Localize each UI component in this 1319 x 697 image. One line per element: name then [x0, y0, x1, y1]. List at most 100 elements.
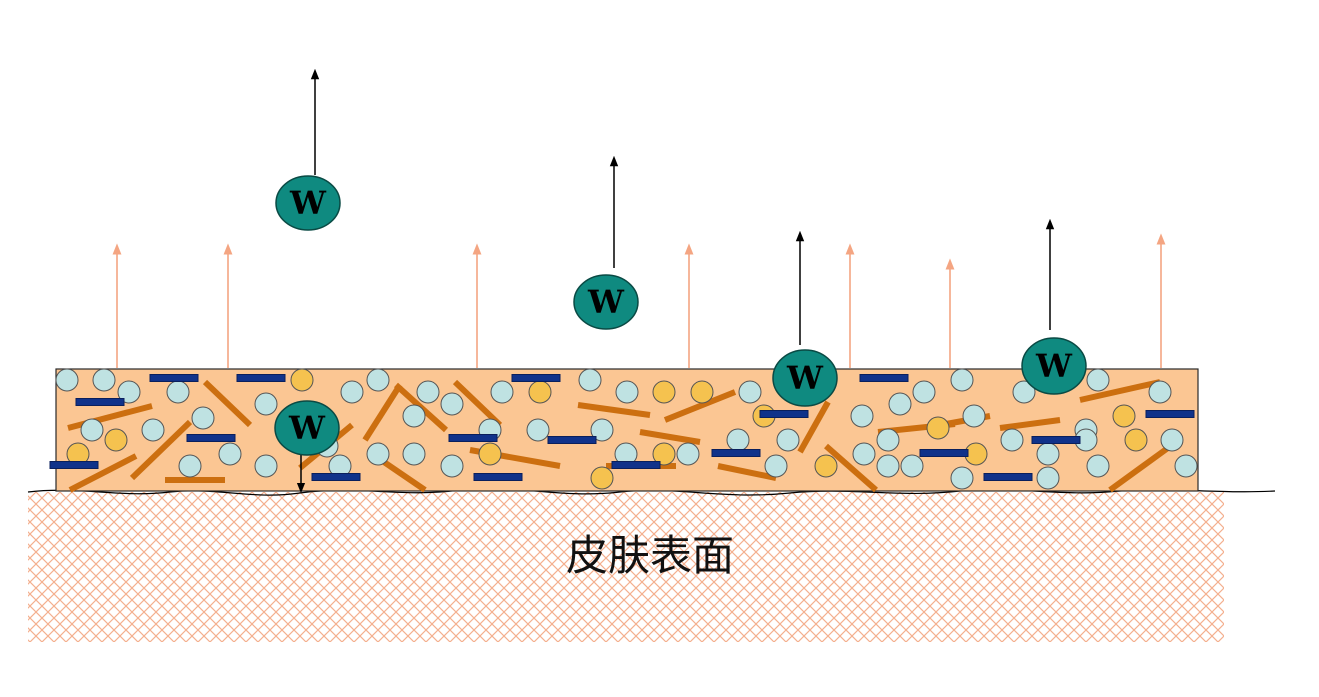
particle-blue: [1012, 380, 1036, 404]
fiber: [717, 463, 777, 481]
water-molecule-letter: W: [289, 184, 327, 222]
particle-blue: [366, 442, 390, 466]
water-molecule-group: W W W W W: [274, 68, 1087, 494]
bar: [859, 374, 909, 382]
particle-blue: [590, 418, 614, 442]
bar: [311, 473, 361, 481]
water-molecule: W: [772, 230, 838, 407]
particle-blue: [218, 442, 242, 466]
particle-blue: [416, 380, 440, 404]
fiber: [129, 419, 193, 481]
fiber: [362, 383, 403, 442]
particle-blue: [776, 428, 800, 452]
evaporation-arrow-group: [112, 233, 1166, 368]
particle-blue: [962, 404, 986, 428]
particle-blue: [738, 380, 762, 404]
particle-blue: [615, 380, 639, 404]
bar: [149, 374, 199, 382]
particle-blue: [1036, 466, 1060, 490]
particle-blue: [117, 380, 141, 404]
particle-blue: [526, 418, 550, 442]
particle-blue: [1086, 454, 1110, 478]
particle-yellow: [926, 416, 950, 440]
particle-blue: [1000, 428, 1024, 452]
bar-group: [49, 374, 1195, 481]
fiber: [202, 379, 253, 428]
particle-yellow: [652, 442, 676, 466]
particle-blue: [912, 380, 936, 404]
water-molecule-letter: W: [587, 283, 625, 321]
particle-blue: [1086, 368, 1110, 392]
particle-yellow: [528, 380, 552, 404]
w-circle-icon: [573, 274, 639, 330]
water-molecule: W: [275, 68, 341, 231]
particle-blue: [1036, 442, 1060, 466]
fiber: [1108, 442, 1174, 493]
bar: [1145, 410, 1195, 418]
water-molecule: W: [1021, 218, 1087, 395]
skin-surface-label: 皮肤表面: [566, 531, 734, 580]
water-molecule-letter: W: [1035, 347, 1073, 385]
particle-blue: [852, 442, 876, 466]
particle-blue: [726, 428, 750, 452]
fiber: [797, 400, 831, 454]
particle-blue: [1160, 428, 1184, 452]
particle-blue: [55, 368, 79, 392]
particle-blue: [440, 454, 464, 478]
particle-blue: [340, 380, 364, 404]
particle-blue: [876, 454, 900, 478]
particle-blue: [191, 406, 215, 430]
particle-yellow: [290, 368, 314, 392]
particle-blue: [178, 454, 202, 478]
particle-blue: [876, 428, 900, 452]
particle-yellow: [104, 428, 128, 452]
bar: [611, 461, 661, 469]
water-molecule: W: [573, 155, 639, 330]
particle-yellow: [478, 442, 502, 466]
particle-blue: [1148, 380, 1172, 404]
bar: [473, 473, 523, 481]
particle-blue: [366, 368, 390, 392]
particle-yellow: [690, 380, 714, 404]
bar: [236, 374, 286, 382]
water-molecule: W: [274, 400, 340, 494]
bar: [919, 449, 969, 457]
fiber: [577, 402, 651, 418]
w-circle-icon: [275, 175, 341, 231]
water-molecule-letter: W: [786, 359, 824, 397]
bar: [448, 434, 498, 442]
particle-blue: [900, 454, 924, 478]
particle-yellow: [814, 454, 838, 478]
particle-blue: [888, 392, 912, 416]
particle-blue: [92, 368, 116, 392]
particle-blue: [402, 442, 426, 466]
particle-blue: [676, 442, 700, 466]
fiber: [824, 443, 878, 493]
bar: [711, 449, 761, 457]
particle-blue: [850, 404, 874, 428]
fiber: [663, 389, 737, 423]
fiber: [452, 379, 503, 428]
particle-blue: [578, 368, 602, 392]
particle-group: [55, 368, 1198, 490]
bar: [759, 410, 809, 418]
bar: [75, 398, 125, 406]
particle-blue: [141, 418, 165, 442]
bar: [983, 473, 1033, 481]
particle-blue: [1174, 454, 1198, 478]
particle-blue: [402, 404, 426, 428]
particle-blue: [764, 454, 788, 478]
particle-blue: [950, 368, 974, 392]
fiber: [68, 453, 138, 493]
bar: [186, 434, 236, 442]
bar: [1031, 436, 1081, 444]
skin-region: [28, 492, 1224, 642]
particle-blue: [440, 392, 464, 416]
fiber: [1079, 379, 1161, 403]
particle-blue: [490, 380, 514, 404]
fiber: [376, 455, 427, 493]
bar: [511, 374, 561, 382]
bar: [547, 436, 597, 444]
particle-blue: [950, 466, 974, 490]
particle-yellow: [590, 466, 614, 490]
